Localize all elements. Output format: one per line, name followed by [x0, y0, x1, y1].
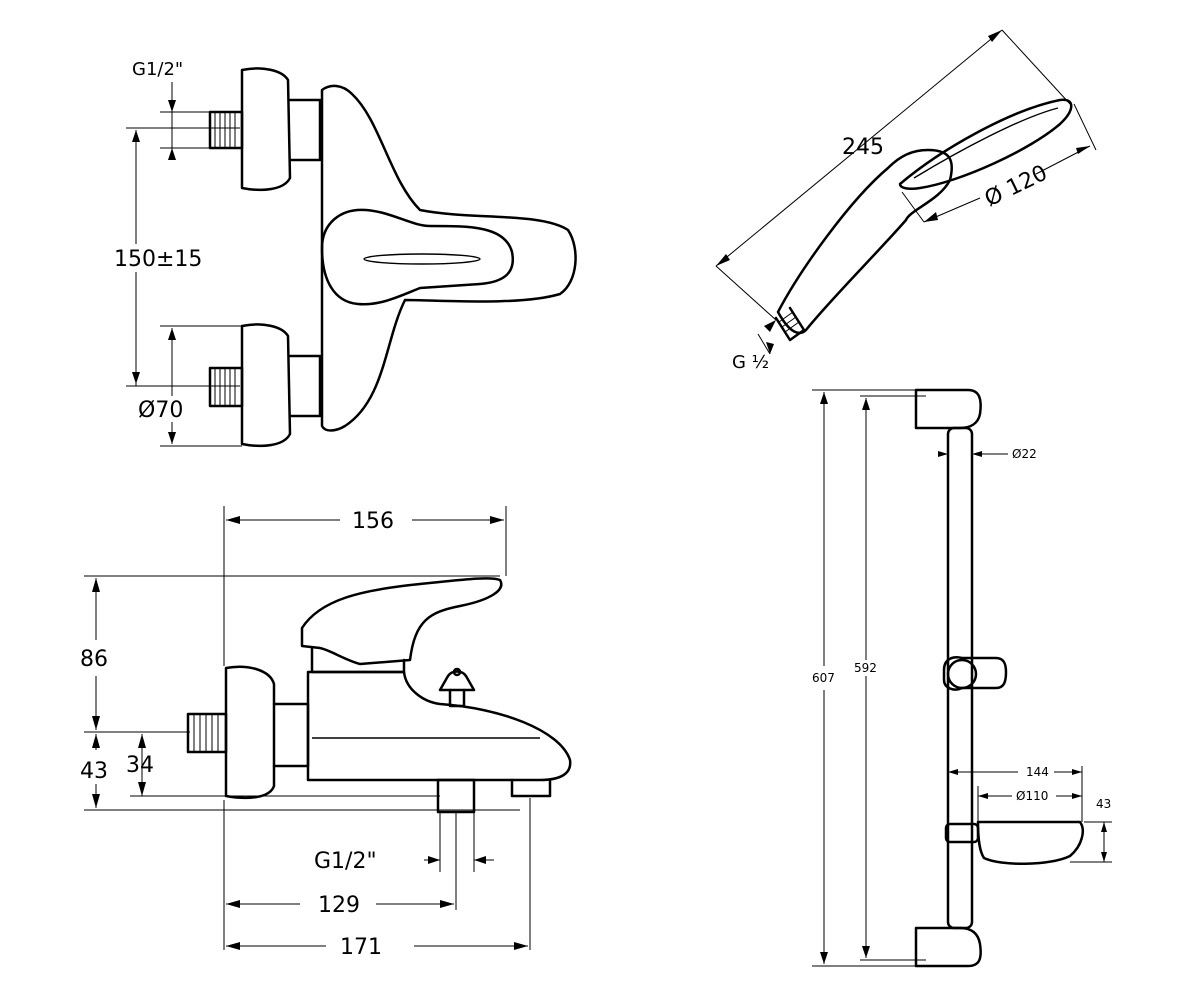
- mixer-body: [320, 84, 577, 432]
- upper-connector-nut: [288, 98, 322, 162]
- label-d70: Ø70: [138, 398, 183, 423]
- side-wall-flange: [224, 665, 276, 800]
- upper-thread-stub: [208, 110, 244, 150]
- lower-connector-nut: [288, 354, 322, 418]
- slide-bar: 607 592 Ø22 144 Ø110 43: [812, 388, 1112, 968]
- soap-dish: [976, 820, 1084, 865]
- g12-arrow-top: [168, 100, 176, 112]
- label-d110: Ø110: [1016, 789, 1048, 803]
- label-129: 129: [318, 893, 360, 918]
- hand-shower: 245 Ø 120 G ½: [715, 29, 1097, 373]
- shower-head: [898, 98, 1073, 191]
- lower-flange: [240, 323, 292, 448]
- label-43-dish: 43: [1096, 797, 1111, 811]
- lever-handle: [320, 208, 515, 306]
- label-245: 245: [842, 135, 884, 160]
- label-86: 86: [80, 647, 108, 672]
- lower-thread-stub: [208, 366, 244, 408]
- label-d22: Ø22: [1012, 447, 1037, 461]
- label-592: 592: [854, 661, 877, 675]
- label-607: 607: [812, 671, 835, 685]
- g12-arrow-bottom: [168, 148, 176, 160]
- side-mixer-body: [306, 670, 572, 782]
- label-171: 171: [340, 935, 382, 960]
- hose-connector: [774, 306, 806, 342]
- mixer-side-view: 156 86 43 34 G1/2" 129: [80, 506, 572, 960]
- label-g12-side: G1/2": [314, 849, 377, 874]
- side-thread-stub: [186, 712, 228, 754]
- hand-shower-body: [776, 148, 954, 335]
- shower-holder-slider: [942, 656, 1008, 691]
- label-144: 144: [1026, 765, 1049, 779]
- side-lever: [300, 577, 503, 666]
- lower-thread-lines: [214, 368, 236, 406]
- mixer-front-view: G1/2" 150±15 Ø70: [110, 59, 577, 448]
- label-g12-hand: G ½: [732, 352, 769, 373]
- spout-outlet: [510, 778, 552, 798]
- upper-flange: [240, 67, 292, 192]
- bottom-connector: [436, 778, 476, 814]
- bottom-bracket: [914, 926, 982, 968]
- label-150: 150±15: [114, 247, 202, 272]
- label-g12-top: G1/2": [132, 59, 183, 80]
- label-156: 156: [352, 509, 394, 534]
- slide-rail: [946, 426, 974, 930]
- diverter-knob: [438, 670, 476, 692]
- label-d120: Ø 120: [981, 161, 1052, 213]
- lever-slot: [363, 253, 481, 265]
- label-34: 34: [126, 753, 154, 778]
- slider-knob: [946, 658, 978, 690]
- upper-thread-lines: [214, 112, 236, 148]
- label-43: 43: [80, 759, 108, 784]
